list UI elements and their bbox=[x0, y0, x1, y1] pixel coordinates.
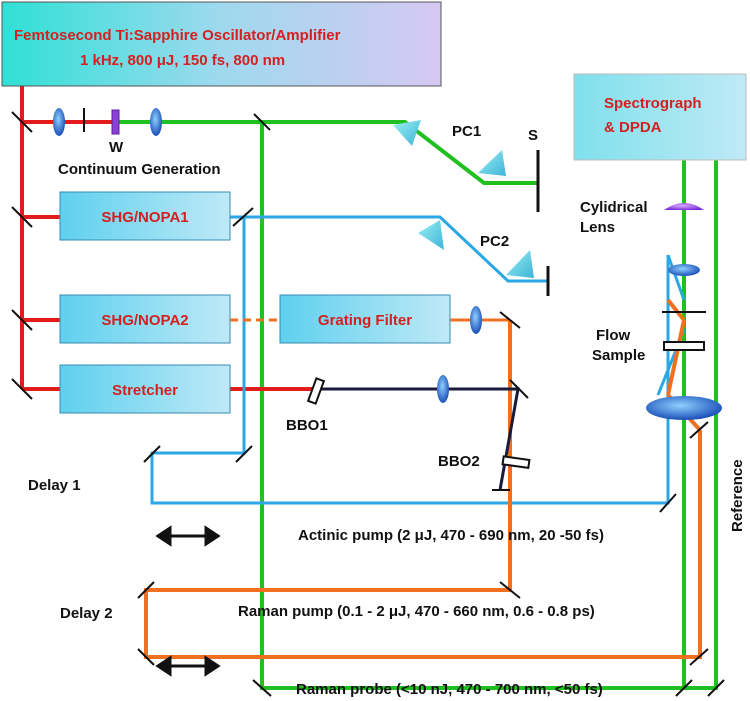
raman-probe-label: Raman probe (<10 nJ, 470 - 700 nm, <50 f… bbox=[296, 681, 603, 698]
navy-beam bbox=[312, 387, 520, 491]
actinic-pump-label: Actinic pump (2 μJ, 470 - 690 nm, 20 -50… bbox=[298, 527, 604, 544]
s-label: S bbox=[528, 127, 538, 144]
lens-1 bbox=[53, 108, 65, 136]
delay2-label: Delay 2 bbox=[60, 605, 113, 622]
laser-specs: 1 kHz, 800 μJ, 150 fs, 800 nm bbox=[80, 52, 285, 69]
flow-sample-cell bbox=[663, 341, 705, 351]
laser-box: Femtosecond Ti:Sapphire Oscillator/Ampli… bbox=[1, 1, 442, 87]
pc2-label: PC2 bbox=[480, 233, 509, 250]
mirrors bbox=[11, 111, 725, 697]
labels: W Continuum Generation PC1 S PC2 Cylidri… bbox=[28, 123, 746, 698]
flow-label-2: Sample bbox=[592, 347, 645, 364]
delay1-label: Delay 1 bbox=[28, 477, 81, 494]
nopa1-label: SHG/NOPA1 bbox=[101, 209, 188, 226]
bbo2-label: BBO2 bbox=[438, 453, 480, 470]
cylindrical-label-1: Cylidrical bbox=[580, 199, 648, 216]
spectrograph-label-2: & DPDA bbox=[604, 119, 662, 136]
flow-label-1: Flow bbox=[596, 327, 630, 344]
lens-6 bbox=[646, 396, 722, 420]
lens-2 bbox=[150, 108, 162, 136]
laser-title: Femtosecond Ti:Sapphire Oscillator/Ampli… bbox=[14, 27, 341, 44]
spectrograph-label-1: Spectrograph bbox=[604, 95, 702, 112]
prism-pc1-b bbox=[478, 150, 506, 176]
w-label: W bbox=[109, 139, 124, 156]
prism-pc2-a bbox=[418, 220, 444, 250]
bbo2-crystal bbox=[501, 455, 531, 470]
stretcher-label: Stretcher bbox=[112, 382, 178, 399]
red-fundamental-beam bbox=[20, 86, 312, 391]
lenses bbox=[53, 108, 722, 420]
lens-4 bbox=[437, 375, 449, 403]
stretcher-box: Stretcher bbox=[59, 364, 231, 414]
nopa1-box: SHG/NOPA1 bbox=[59, 191, 231, 241]
reference-label: Reference bbox=[729, 459, 746, 532]
cylindrical-lens bbox=[664, 203, 704, 210]
prism-pc2-b bbox=[506, 250, 534, 278]
continuum-label: Continuum Generation bbox=[58, 161, 221, 178]
spectrograph-box: Spectrograph & DPDA bbox=[573, 73, 747, 161]
nopa2-label: SHG/NOPA2 bbox=[101, 312, 188, 329]
prisms bbox=[393, 120, 534, 278]
raman-pump-label: Raman pump (0.1 - 2 μJ, 470 - 660 nm, 0.… bbox=[238, 603, 595, 620]
bbo1-label: BBO1 bbox=[286, 417, 328, 434]
bbo1-crystal bbox=[306, 377, 326, 405]
lens-5 bbox=[668, 264, 700, 276]
nopa2-box: SHG/NOPA2 bbox=[59, 294, 231, 344]
w-plate bbox=[111, 109, 120, 135]
grating-filter-box: Grating Filter bbox=[279, 294, 451, 344]
pc1-label: PC1 bbox=[452, 123, 481, 140]
small-optics bbox=[83, 108, 706, 470]
cylindrical-label-2: Lens bbox=[580, 219, 615, 236]
prism-pc1-a bbox=[393, 120, 421, 146]
grating-filter-label: Grating Filter bbox=[318, 312, 412, 329]
delay-arrows bbox=[155, 525, 221, 677]
lens-3 bbox=[470, 306, 482, 334]
